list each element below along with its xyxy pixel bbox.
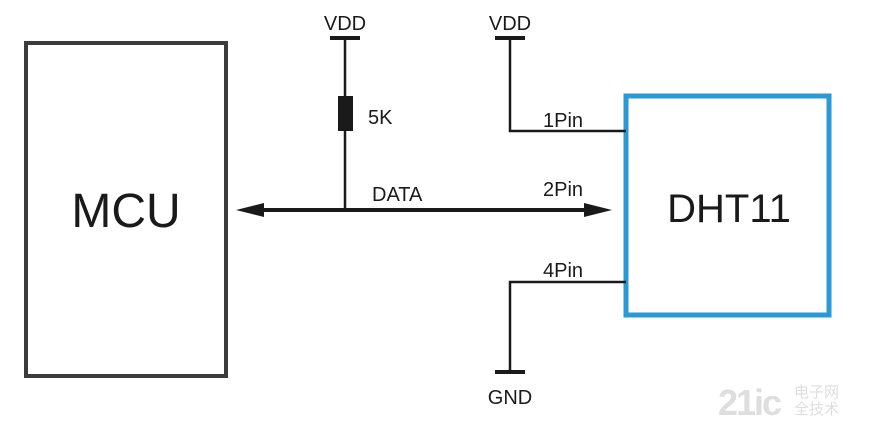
data-signal-label: DATA bbox=[372, 184, 423, 206]
pin2-label: 2Pin bbox=[543, 179, 583, 201]
mcu-box bbox=[24, 41, 228, 378]
watermark-line1: 电子网 bbox=[794, 384, 840, 401]
vdd-right-label: VDD bbox=[489, 13, 531, 35]
resistor-value-label: 5K bbox=[368, 107, 393, 129]
watermark-logo-number: 21ic bbox=[718, 382, 782, 423]
vdd-right-wire bbox=[508, 38, 626, 133]
data-arrow-left bbox=[236, 203, 264, 217]
mcu-label: MCU bbox=[71, 185, 180, 238]
pin4-label: 4Pin bbox=[543, 260, 583, 282]
pullup-resistor bbox=[338, 96, 353, 131]
gnd-wire bbox=[508, 280, 626, 372]
watermark-line2: 全技术 bbox=[794, 401, 840, 418]
site-watermark: 21ic 电子网 全技术 bbox=[718, 382, 868, 423]
vdd-left-label: VDD bbox=[324, 13, 366, 35]
dht11-box bbox=[623, 93, 832, 318]
pin1-label: 1Pin bbox=[543, 110, 583, 132]
gnd-label: GND bbox=[488, 387, 532, 409]
watermark-logo-text: 电子网 全技术 bbox=[794, 384, 839, 418]
data-arrow-right bbox=[584, 203, 612, 217]
dht11-label: DHT11 bbox=[667, 187, 791, 231]
